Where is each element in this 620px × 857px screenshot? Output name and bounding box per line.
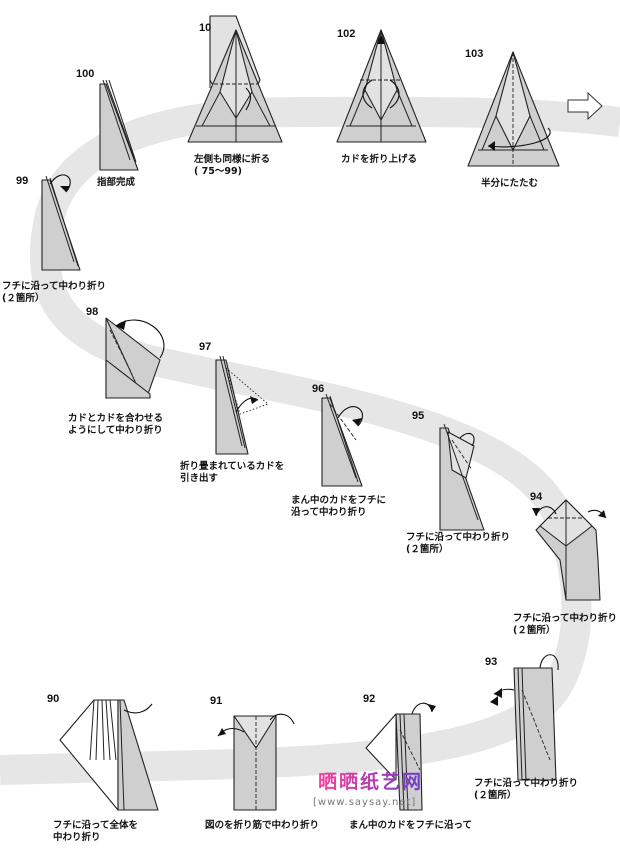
step-caption-91: 図のを折り筋で中わり折り xyxy=(205,820,320,831)
step-101-figure xyxy=(187,15,283,143)
step-number-101: 10 xyxy=(199,22,212,34)
step-92-figure xyxy=(365,702,436,811)
step-number-96: 96 xyxy=(312,383,325,395)
step-number-95: 95 xyxy=(412,410,425,422)
step-caption-99: フチに沿って中わり折り (２箇所） xyxy=(2,281,107,304)
step-95-figure xyxy=(439,423,485,531)
step-caption-100: 指部完成 xyxy=(97,177,136,188)
step-96-figure xyxy=(321,393,364,487)
step-caption-93: フチに沿って中わり折り (２箇所） xyxy=(474,778,579,801)
outline-right-arrow-icon xyxy=(567,91,603,121)
step-number-100: 100 xyxy=(76,68,95,80)
step-98-figure-base xyxy=(105,359,151,399)
step-number-98: 98 xyxy=(86,306,99,318)
step-caption-94: フチに沿って中わり折り (２箇所） xyxy=(513,613,618,636)
step-number-99: 99 xyxy=(16,175,29,187)
step-100-figure xyxy=(99,79,139,171)
step-number-93: 93 xyxy=(485,656,498,668)
step-93-figure xyxy=(490,654,559,781)
step-caption-97: 折り畳まれているカドを 引き出す xyxy=(180,461,285,484)
step-caption-92: まん中のカドをフチに沿って xyxy=(349,820,473,831)
step-caption-95: フチに沿って中わり折り (２箇所） xyxy=(406,532,511,555)
step-number-94: 94 xyxy=(530,491,543,503)
step-number-102: 102 xyxy=(337,28,356,40)
step-number-103: 103 xyxy=(465,48,484,60)
step-91-figure xyxy=(217,713,295,811)
step-99-figure xyxy=(41,174,81,271)
step-caption-90: フチに沿って全体を 中わり折り xyxy=(53,820,139,843)
watermark-site-name: 晒晒纸艺网 xyxy=(318,767,423,794)
step-caption-98: カドとカドを合わせる ようにして中わり折り xyxy=(68,413,164,436)
step-caption-96: まん中のカドをフチに 沿って中わり折り xyxy=(291,495,387,518)
step-number-90: 90 xyxy=(47,693,60,705)
watermark-url: [www.saysay.net] xyxy=(313,797,417,808)
step-number-91: 91 xyxy=(210,695,223,707)
step-97-figure xyxy=(215,355,269,455)
step-90-figure xyxy=(59,699,159,811)
step-caption-102: カドを折り上げる xyxy=(341,154,418,165)
step-number-97: 97 xyxy=(199,341,212,353)
step-caption-103: 半分にたたむ xyxy=(481,178,539,189)
step-103-figure xyxy=(467,51,560,167)
step-number-92: 92 xyxy=(363,693,376,705)
step-94-figure xyxy=(532,499,607,601)
step-caption-101: 左側も同様に折る ( 75〜99) xyxy=(194,154,271,177)
step-102-figure xyxy=(336,29,427,143)
